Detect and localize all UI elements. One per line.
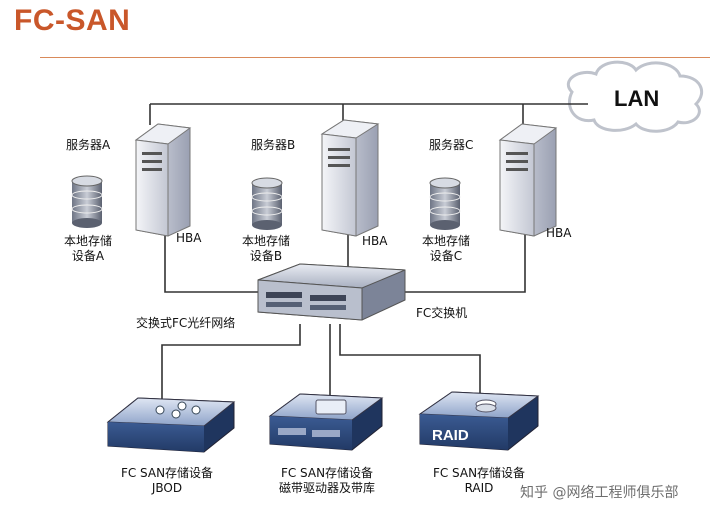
link-server-a-switch (164, 228, 260, 293)
link-server-c-switch (405, 228, 526, 293)
slide-title: FC-SAN (14, 4, 131, 37)
local-disk-b-icon (251, 177, 283, 230)
raid-badge: RAID (432, 427, 469, 444)
local-storage-a-line1: 本地存储 (63, 234, 112, 248)
raid-storage-icon: RAID (418, 391, 540, 451)
tape-library-icon (268, 393, 384, 451)
server-c-hba: HBA (546, 226, 572, 240)
title-divider (40, 57, 710, 58)
local-storage-c-line1: 本地存储 (421, 234, 470, 248)
jbod-storage-icon (106, 397, 236, 453)
fc-network-label: 交换式FC光纤网络 (136, 316, 236, 330)
tape-label-line1: FC SAN存储设备 (280, 466, 374, 480)
raid-label-line1: FC SAN存储设备 (432, 466, 526, 480)
local-storage-b-label: 本地存储 设备B (232, 234, 300, 264)
server-b-name: 服务器B (251, 138, 296, 152)
raid-label: FC SAN存储设备 RAID (414, 466, 544, 496)
server-a-name: 服务器A (66, 138, 111, 152)
tape-label-line2: 磁带驱动器及带库 (278, 481, 375, 495)
local-storage-a-line2: 设备A (71, 249, 105, 263)
server-b-icon (320, 119, 380, 237)
server-b-hba: HBA (362, 234, 388, 248)
raid-label-line2: RAID (464, 481, 494, 495)
local-storage-b-line1: 本地存储 (241, 234, 290, 248)
lan-cloud (566, 60, 703, 133)
watermark: 知乎 @网络工程师俱乐部 (520, 485, 679, 501)
link-switch-raid (339, 324, 481, 395)
server-c-icon (498, 123, 558, 237)
jbod-label-line2: JBOD (151, 481, 183, 495)
jbod-label-line1: FC SAN存储设备 (120, 466, 214, 480)
server-a-icon (134, 123, 192, 237)
local-disk-a-icon (71, 175, 103, 228)
lan-label: LAN (614, 86, 660, 111)
fc-switch-icon (257, 263, 406, 321)
server-a-hba: HBA (176, 231, 202, 245)
local-storage-b-line2: 设备B (249, 249, 283, 263)
local-storage-c-line2: 设备C (429, 249, 463, 263)
jbod-label: FC SAN存储设备 JBOD (102, 466, 232, 496)
local-storage-a-label: 本地存储 设备A (54, 234, 122, 264)
link-switch-jbod (161, 324, 301, 410)
server-c-name: 服务器C (429, 138, 474, 152)
local-storage-c-label: 本地存储 设备C (412, 234, 480, 264)
local-disk-c-icon (429, 177, 461, 230)
tape-label: FC SAN存储设备 磁带驱动器及带库 (262, 466, 392, 496)
fc-switch-label: FC交换机 (416, 306, 468, 320)
